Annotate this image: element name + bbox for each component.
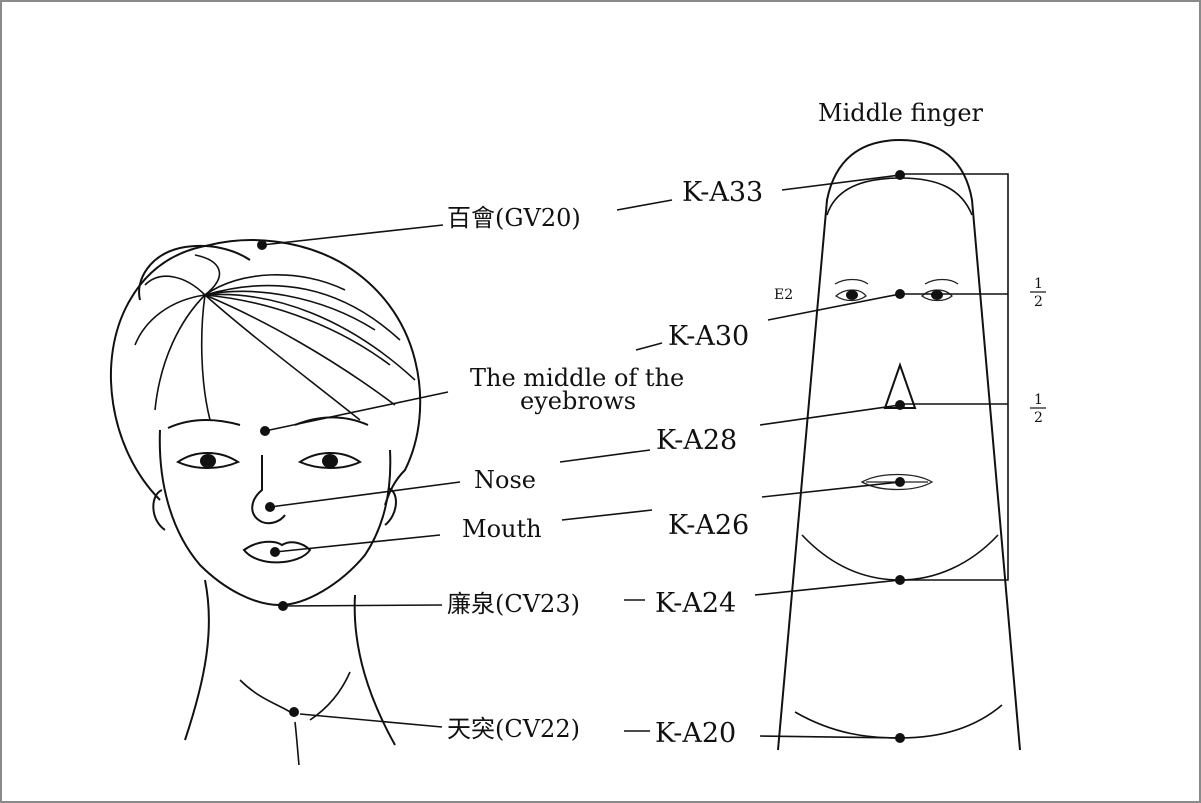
nose-shape xyxy=(252,455,285,523)
collarbone-right xyxy=(310,672,350,720)
proportion-bracket xyxy=(900,174,1008,580)
label-ka30: K-A30 xyxy=(668,321,749,352)
label-eyebrows-line2: eyebrows xyxy=(520,387,636,415)
finger-right-pupil xyxy=(931,290,943,300)
fraction-bottom-numerator: 1 xyxy=(1034,392,1043,408)
finger-chin-arc xyxy=(802,535,998,580)
label-mouth: Mouth xyxy=(462,515,542,543)
label-ka26: K-A26 xyxy=(668,510,749,541)
fraction-top-denominator: 2 xyxy=(1034,294,1043,310)
finger-left-pupil xyxy=(846,290,858,300)
label-cv22: 天突(CV22) xyxy=(447,715,580,743)
left-ear xyxy=(153,490,165,530)
hair-outline xyxy=(111,240,420,505)
head-points xyxy=(257,240,299,717)
finger-illustration xyxy=(778,140,1020,750)
sternum-line xyxy=(295,722,299,765)
fraction-top-numerator: 1 xyxy=(1034,276,1043,292)
finger-lower-arc xyxy=(795,705,1002,738)
label-ka24: K-A24 xyxy=(655,588,736,619)
left-eyebrow xyxy=(168,420,240,428)
label-e2: E2 xyxy=(774,287,793,303)
label-nose: Nose xyxy=(474,466,536,494)
face-outline xyxy=(160,430,391,605)
label-ka33: K-A33 xyxy=(682,177,763,208)
right-pupil xyxy=(322,454,338,468)
nail-arc xyxy=(827,178,972,215)
point-cv22 xyxy=(289,707,299,717)
head-illustration xyxy=(111,240,420,765)
neck-left xyxy=(185,580,209,740)
finger-left-eyebrow xyxy=(835,280,868,285)
finger-title: Middle finger xyxy=(818,99,984,127)
fraction-bottom-denominator: 2 xyxy=(1034,410,1043,426)
hair-strands xyxy=(135,255,415,420)
label-gv20: 百會(GV20) xyxy=(447,204,581,232)
collarbone-left xyxy=(240,680,290,712)
label-ka20: K-A20 xyxy=(655,718,736,749)
left-pupil xyxy=(200,454,216,468)
label-ka28: K-A28 xyxy=(656,425,737,456)
label-cv23: 廉泉(CV23) xyxy=(447,590,580,618)
finger-outline xyxy=(778,140,1020,750)
finger-right-eyebrow xyxy=(925,280,958,285)
